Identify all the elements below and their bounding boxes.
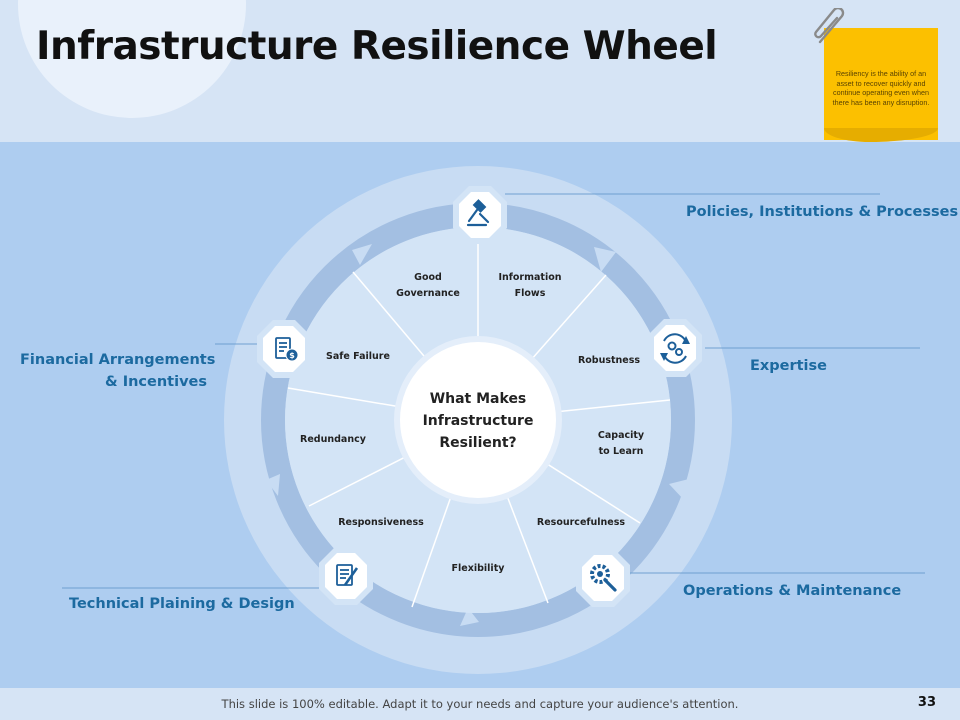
label-expertise: Expertise — [750, 358, 827, 374]
page-number: 33 — [917, 695, 936, 710]
label-operations: Operations & Maintenance — [683, 583, 902, 599]
paperclip-icon — [814, 8, 845, 44]
invoice-dollar-icon — [275, 337, 299, 362]
wrench-gear-icon — [590, 564, 617, 592]
segment-information-flows-1: Information — [498, 272, 561, 283]
label-technical: Technical Plaining & Design — [69, 596, 295, 612]
segment-capacity-2: to Learn — [599, 446, 644, 457]
center-circle — [400, 342, 556, 498]
segment-good-governance-1: Good — [414, 272, 442, 283]
label-financial-1: Financial Arrangements — [20, 352, 216, 368]
center-line-2: Infrastructure — [423, 413, 534, 429]
icon-invoice-dollar — [257, 320, 311, 378]
sticky-note-text: Resiliency is the ability of an asset to… — [832, 69, 930, 107]
segment-safe-failure: Safe Failure — [326, 351, 390, 362]
footer-band — [0, 688, 960, 720]
segment-responsiveness: Responsiveness — [338, 517, 424, 528]
page-title: Infrastructure Resilience Wheel — [36, 24, 718, 69]
label-policies: Policies, Institutions & Processes — [686, 204, 959, 220]
segment-robustness: Robustness — [578, 355, 640, 366]
dollar-glyph: $ — [289, 351, 295, 360]
icon-document-edit — [319, 547, 373, 605]
center-line-3: Resilient? — [439, 435, 516, 451]
icon-wrench-gear — [576, 549, 630, 607]
label-financial-2: & Incentives — [105, 374, 207, 390]
segment-good-governance-2: Governance — [396, 288, 460, 299]
segment-flexibility: Flexibility — [452, 563, 506, 574]
gavel-icon — [466, 199, 490, 227]
segment-information-flows-2: Flows — [515, 288, 546, 299]
sticky-note — [824, 28, 938, 140]
connector-lines — [62, 193, 925, 589]
footer-text: This slide is 100% editable. Adapt it to… — [221, 697, 739, 711]
gears-refresh-icon — [660, 333, 690, 364]
sticky-note-curl — [824, 128, 938, 142]
segment-capacity-1: Capacity — [598, 430, 645, 441]
segment-resourcefulness: Resourcefulness — [537, 517, 625, 528]
document-edit-icon — [336, 564, 359, 586]
center-line-1: What Makes — [430, 391, 527, 407]
segment-redundancy: Redundancy — [300, 434, 367, 445]
